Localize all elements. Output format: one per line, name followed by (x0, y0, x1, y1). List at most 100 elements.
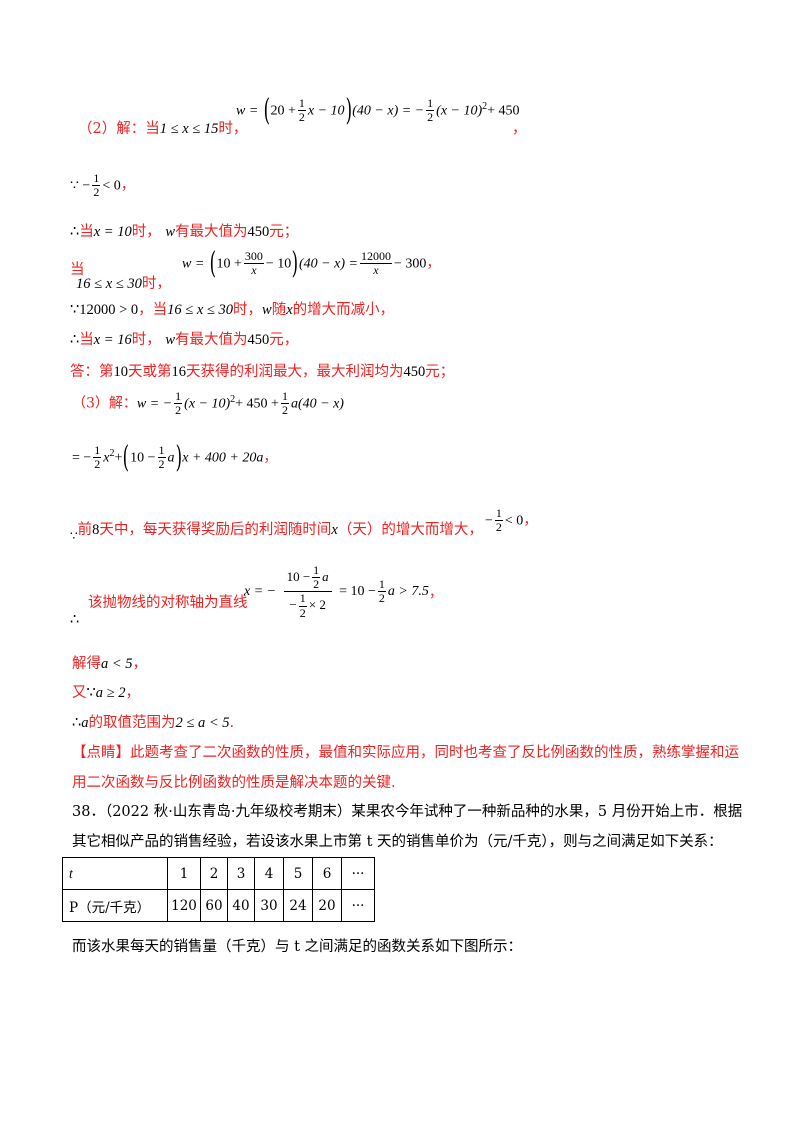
answer-d1: 10 (113, 364, 129, 380)
axis-top: 10 − (286, 569, 311, 585)
max2-line: ∴当x = 16时， w有最大值为450元， (70, 328, 298, 349)
because3-text3: （天）的增大而增大， (337, 522, 483, 538)
table-cell: 24 (283, 889, 313, 922)
vertex-sq: (x − 10) (436, 103, 483, 119)
table-cell: 60 (200, 889, 228, 922)
because3-symbol: ∵ (70, 529, 78, 543)
table-cell: 3 (227, 857, 255, 890)
case2-minus10: − 10 (265, 256, 292, 272)
case2-comma: ， (426, 255, 441, 272)
table-cell: ··· (341, 889, 375, 922)
max1-t: 时， (131, 224, 161, 240)
lt-zero: < 0 (102, 178, 121, 194)
solve-line: 解得a < 5， (72, 652, 147, 673)
axis-comma: ， (428, 584, 443, 601)
range-end: . (229, 715, 235, 731)
solve-text: 解得 (72, 656, 101, 672)
range-prefix: ∴ (72, 715, 82, 731)
because-dec-line: ∵12000 > 0，当16 ≤ x ≤ 30时，w随x的增大而减小， (70, 298, 394, 319)
max2-w: w (165, 332, 175, 348)
part2-label: （2）解：当 (78, 121, 160, 137)
also-comma: ， (125, 685, 140, 701)
table-cell: 6 (312, 857, 342, 890)
max1-line: ∴当x = 10时， w有最大值为450元； (70, 220, 298, 241)
x-minus-10: x − 10 (307, 103, 345, 119)
answer-c: 天获得的利润最大，最大利润均为 (186, 364, 404, 380)
case2-w: w = (182, 256, 205, 272)
answer-v: 450 (403, 364, 426, 380)
also-line: 又∵a ≥ 2， (72, 681, 140, 702)
because-dec-comma: ，当 (138, 302, 168, 318)
table-cell: 5 (283, 857, 313, 890)
table-cell: 30 (254, 889, 284, 922)
comment-tag: 【点睛】 (72, 745, 130, 761)
part3-plus: + 450 + (235, 396, 279, 412)
because3-x: x (331, 522, 338, 538)
max1-x: x = 10 (93, 224, 132, 240)
axis-bottom-neg: − (289, 597, 297, 613)
because3-comma: ， (523, 512, 538, 529)
part3b-rest: x + 400 + 20a (182, 450, 264, 466)
q38-line2: 其它相似产品的销售经验，若设该水果上市第 t 天的销售单价为（元/千克），则与之… (72, 834, 723, 850)
part3-vsq: (x − 10) (184, 396, 231, 412)
part3b-sq: 2 (109, 447, 115, 459)
therefore-symbol: ∴ (70, 224, 80, 240)
max1-val: 450 (247, 224, 270, 240)
case2-range-line: 16 ≤ x ≤ 30时， (76, 272, 171, 293)
table-cell: P（元/千克） (62, 889, 168, 922)
part2-line: （2）解：当1 ≤ x ≤ 15时， (78, 117, 247, 138)
axis-text: 该抛物线的对称轴为直线 (88, 595, 248, 611)
because3-text2: 天中，每天获得奖励后的利润随时间 (99, 522, 332, 538)
answer-d2: 16 (171, 364, 187, 380)
therefore-symbol-2: ∴ (70, 332, 80, 348)
max2-t: 时， (131, 332, 161, 348)
table-cell: 120 (167, 889, 201, 922)
part3b-a: a (167, 450, 175, 466)
table-cell: 40 (227, 889, 255, 922)
axis-eq: = 10 − (339, 583, 376, 599)
case2-when: 当 (70, 262, 85, 278)
range-val: 2 ≤ a < 5 (175, 715, 230, 731)
axis-bottom-times: × 2 (308, 597, 326, 613)
table-cell: t (62, 857, 168, 890)
max2-has: 有最大值为 (175, 332, 248, 348)
max1-when: 当 (79, 224, 94, 240)
comment-line1: 【点睛】此题考查了二次函数的性质，最值和实际应用，同时也考查了反比例函数的性质，… (72, 741, 739, 762)
part3-a40: a(40 − x) (290, 396, 344, 412)
table-cell: ··· (341, 857, 375, 890)
q38-line1: 38．（2022 秋·山东青岛·九年级校考期末）某果农今年试种了一种新品种的水果… (72, 804, 743, 820)
because3-neg: − (485, 513, 493, 529)
answer-b: 天或第 (128, 364, 172, 380)
because3-text1: 前 (77, 522, 93, 538)
because-dec-x: x (286, 302, 293, 318)
case2-ten: 10 + (216, 256, 242, 272)
comment-text1: 此题考查了二次函数的性质，最值和实际应用，同时也考查了反比例函数的性质，熟练掌握… (130, 745, 739, 761)
part3b-inner: 10 − (130, 450, 156, 466)
part2-suffix: 时， (218, 121, 248, 137)
part3b-comma: ， (263, 449, 278, 466)
max2-x: x = 16 (93, 332, 132, 348)
because-comma: ， (120, 177, 135, 194)
axis-therefore: ∴ (70, 612, 80, 628)
also-val: a ≥ 2 (95, 685, 126, 701)
range-a: a (81, 715, 89, 731)
because3-line: ∵前8天中，每天获得奖励后的利润随时间x（天）的增大而增大， (70, 518, 483, 544)
case2-rest: (40 − x) = (299, 256, 358, 272)
range-line: ∴a的取值范围为2 ≤ a < 5. (72, 711, 234, 732)
max2-val: 450 (247, 332, 270, 348)
because-dec-desc1: 随 (271, 302, 287, 318)
because3-lt0: < 0 (504, 513, 524, 529)
because-dec-desc2: 的增大而减小， (292, 302, 395, 318)
